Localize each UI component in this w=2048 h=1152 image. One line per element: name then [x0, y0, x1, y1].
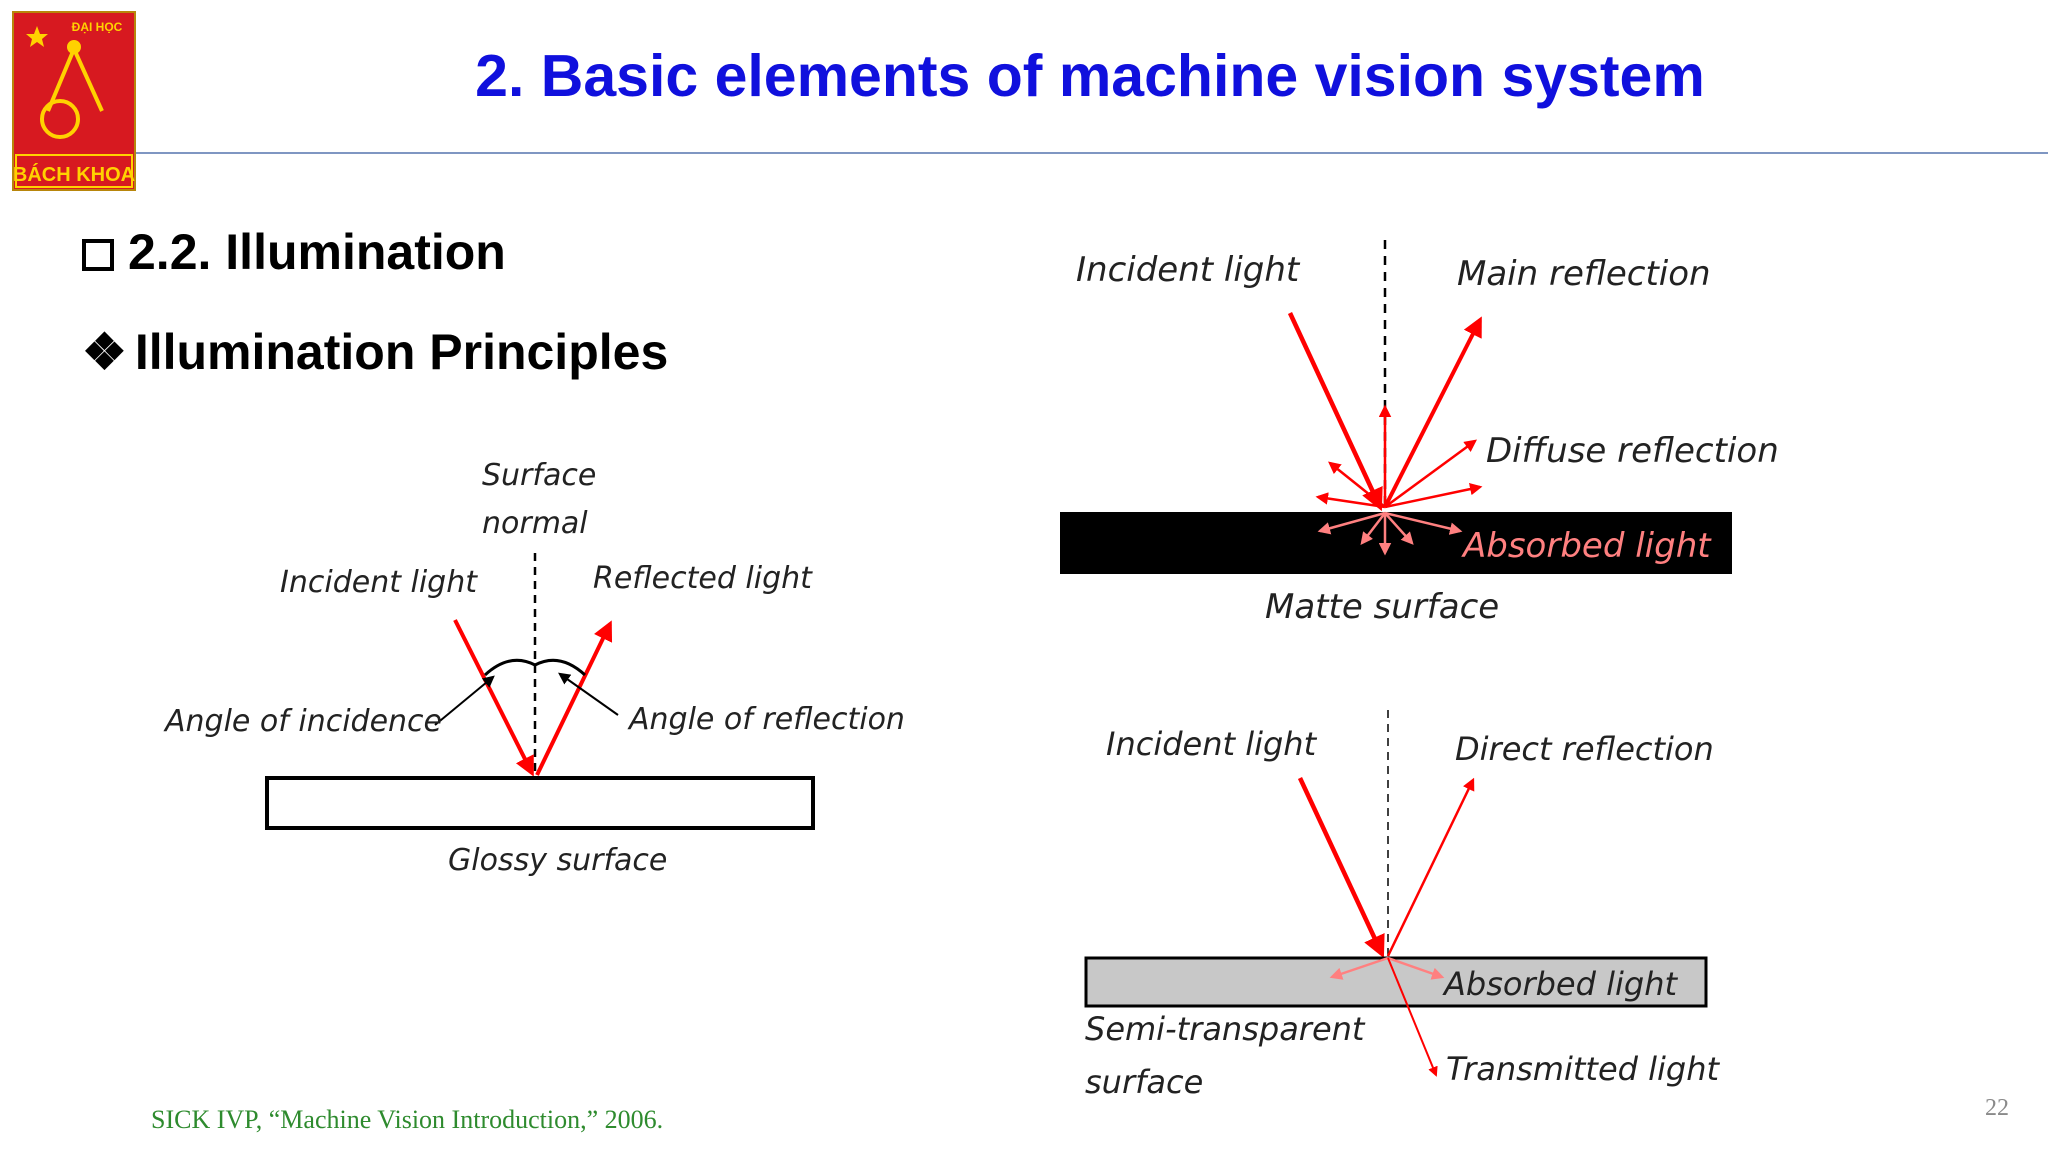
matte-incident-ray	[1287, 312, 1383, 512]
surface-normal-label-line2: normal	[482, 506, 588, 541]
section-heading: 2.2. Illumination	[82, 222, 506, 282]
glossy-surface-block	[265, 776, 815, 830]
matte-absorbed-rays	[1317, 511, 1463, 556]
header-divider	[136, 152, 2048, 154]
subheading: ❖Illumination Principles	[82, 322, 668, 382]
semi-absorbed-label: Absorbed light	[1442, 965, 1678, 1003]
matte-absorbed-label: Absorbed light	[1461, 526, 1712, 566]
glossy-incident-label: Incident light	[280, 565, 478, 600]
logo-top-text: ĐẠI HỌC	[72, 20, 123, 34]
gear-compass-icon	[40, 40, 104, 139]
diffuse-reflection-label: Diffuse reflection	[1486, 431, 1779, 471]
star-icon	[26, 26, 48, 47]
semi-surface-label-line1: Semi-transparent	[1085, 1010, 1366, 1048]
semi-incident-ray	[1297, 777, 1385, 959]
main-reflection-label: Main reflection	[1457, 254, 1711, 294]
incident-ray	[453, 619, 534, 777]
main-reflection-ray	[1383, 316, 1482, 508]
reflected-ray	[535, 620, 613, 776]
glossy-surface-label: Glossy surface	[448, 843, 667, 878]
university-logo: ĐẠI HỌC BÁCH KHOA	[12, 11, 136, 191]
matte-incident-label: Incident light	[1076, 250, 1301, 290]
semi-transparent-surface-diagram: Incident light Direct reflection Absorbe…	[1084, 710, 1720, 1101]
semi-absorbed-ray-right	[1387, 956, 1445, 980]
semi-surface-block	[1084, 956, 1708, 1008]
four-diamond-bullet-icon: ❖	[82, 324, 127, 380]
reflection-pointer	[558, 672, 619, 716]
semi-incident-label: Incident light	[1106, 725, 1318, 763]
matte-surface-label: Matte surface	[1265, 587, 1499, 627]
matte-surface-block	[1060, 512, 1732, 574]
subheading-text: Illumination Principles	[134, 324, 669, 380]
glossy-surface-diagram: Surface normal Incident light Reflected …	[163, 458, 905, 878]
citation: SICK IVP, “Machine Vision Introduction,”…	[151, 1105, 664, 1134]
glossy-reflected-label: Reflected light	[593, 561, 813, 596]
checkbox-bullet-icon	[82, 239, 114, 271]
logo-bottom-text: BÁCH KHOA	[13, 163, 135, 186]
angle-of-incidence-label: Angle of incidence	[163, 704, 442, 739]
transmitted-light-label: Transmitted light	[1446, 1050, 1720, 1088]
semi-surface-label-line2: surface	[1085, 1063, 1203, 1101]
incidence-pointer	[434, 675, 495, 726]
matte-surface-diagram: Incident light Main reflection Diffuse r…	[1060, 240, 1779, 627]
semi-absorbed-ray-left	[1329, 956, 1389, 980]
diffuse-rays	[1315, 404, 1483, 509]
transmitted-ray	[1387, 957, 1438, 1077]
section-heading-text: 2.2. Illumination	[128, 224, 506, 280]
slide-title: 2. Basic elements of machine vision syst…	[475, 43, 1705, 109]
reflection-angle-arc	[534, 658, 587, 677]
direct-reflection-label: Direct reflection	[1455, 730, 1714, 768]
direct-reflection-ray	[1386, 777, 1475, 957]
incidence-angle-arc	[483, 658, 536, 677]
surface-normal-label-line1: Surface	[482, 458, 596, 493]
angle-of-reflection-label: Angle of reflection	[627, 702, 905, 737]
slide-number: 22	[1985, 1095, 2009, 1121]
